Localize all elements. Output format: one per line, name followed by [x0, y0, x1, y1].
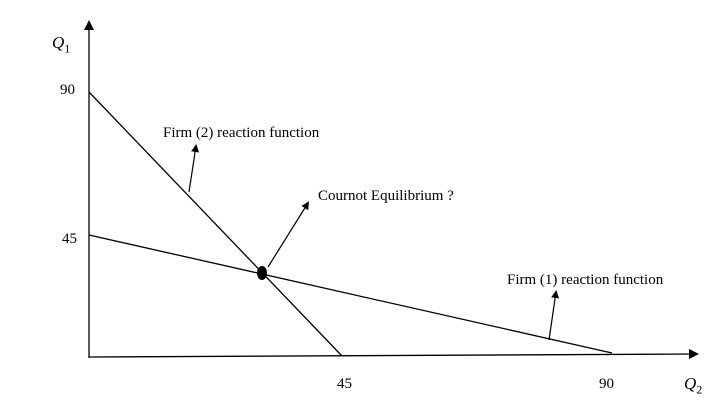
firm1-pointer-arrow — [548, 290, 560, 341]
firm1-label: Firm (1) reaction function — [507, 272, 664, 288]
equilibrium-pointer-arrow — [267, 201, 310, 268]
firm2-reaction-line — [88, 91, 343, 357]
firm2-pointer-arrow — [188, 144, 200, 193]
y-axis-label: Q1 — [52, 33, 71, 56]
firm1-reaction-line — [88, 234, 613, 354]
y-tick-45: 45 — [62, 231, 77, 247]
x-axis-label: Q2 — [684, 374, 703, 397]
x-tick-45: 45 — [337, 376, 352, 392]
x-axis — [88, 349, 699, 360]
y-tick-90: 90 — [60, 82, 75, 98]
firm2-label: Firm (2) reaction function — [163, 125, 320, 141]
equilibrium-label: Cournot Equilibrium ? — [318, 188, 454, 204]
x-tick-90: 90 — [599, 376, 614, 392]
equilibrium-point — [257, 266, 267, 280]
